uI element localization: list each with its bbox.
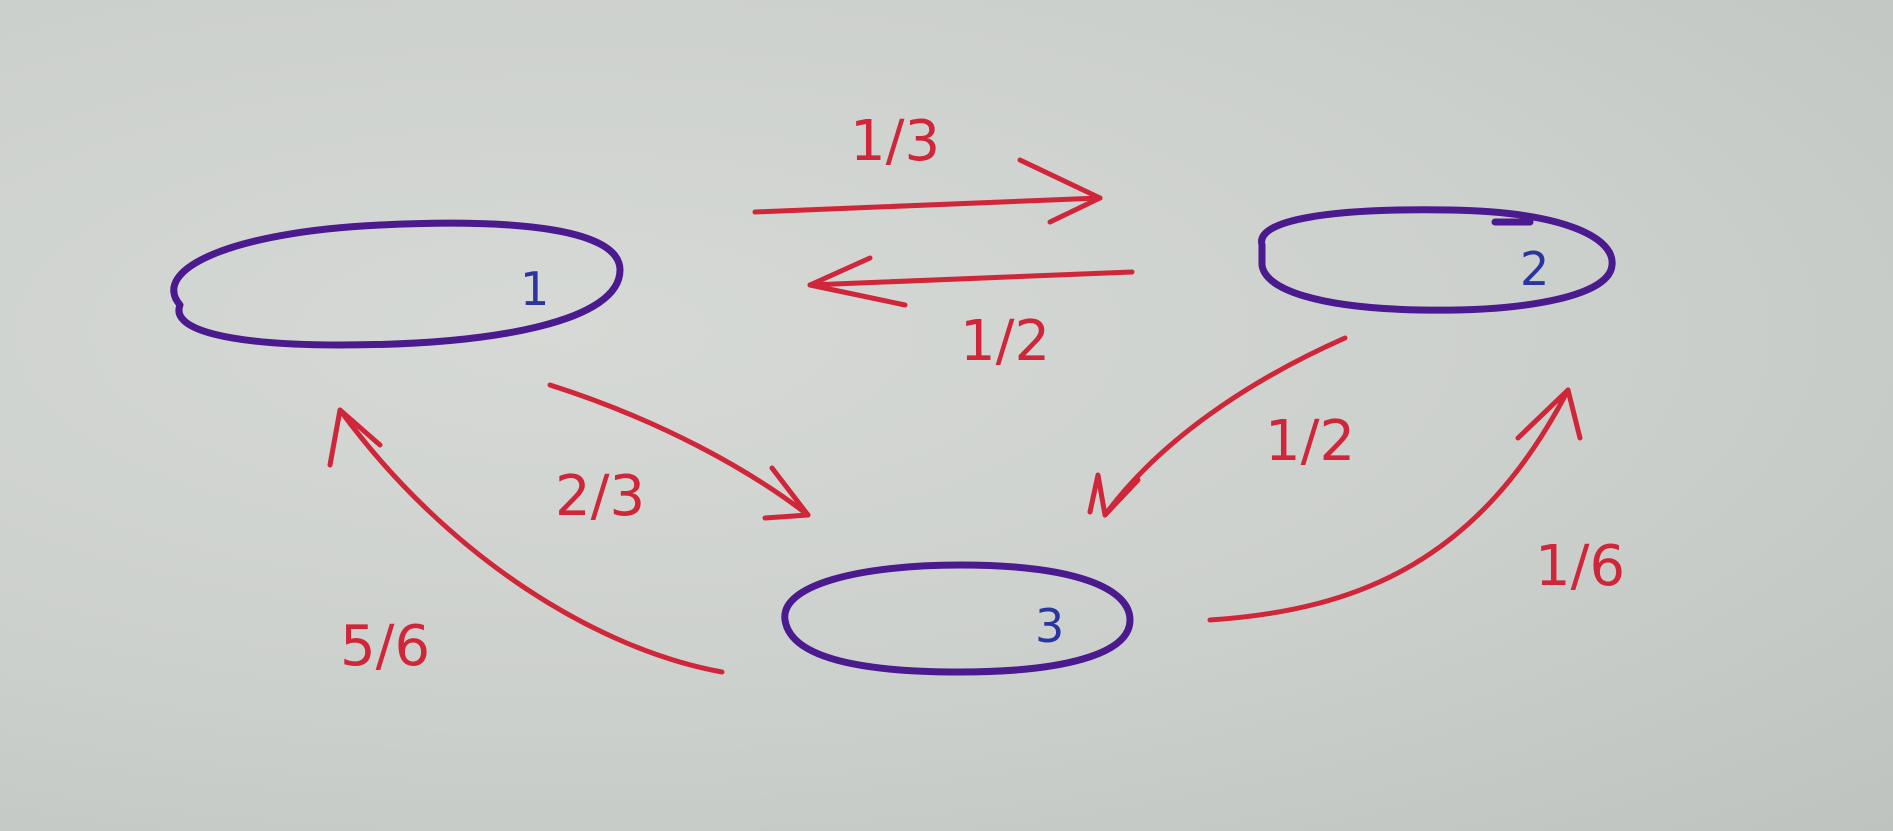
edge-2-to-1-label: 1/2 <box>960 309 1050 374</box>
edge-2-to-3: 1/2 <box>1087 335 1355 518</box>
edge-2-to-1-line <box>807 269 1135 288</box>
node-3: 3 <box>781 561 1134 676</box>
node-3-ellipse <box>781 561 1134 676</box>
edge-3-to-1: 5/6 <box>327 407 725 679</box>
edge-1-to-3-label: 2/3 <box>555 464 645 529</box>
edge-2-to-3-label: 1/2 <box>1265 409 1355 474</box>
edge-2-to-1-arrowhead <box>807 255 908 308</box>
edge-1-to-3: 2/3 <box>547 382 811 529</box>
edge-3-to-1-arrowhead <box>327 407 383 468</box>
edge-1-to-2-label: 1/3 <box>850 109 940 174</box>
edge-2-to-3-arrowhead <box>1087 472 1141 518</box>
edge-1-to-2-line <box>752 195 1103 215</box>
edge-3-to-2-arrowhead <box>1515 387 1583 441</box>
edge-3-to-2: 1/6 <box>1207 387 1625 623</box>
edge-1-to-3-line <box>547 382 811 518</box>
edge-2-to-1: 1/2 <box>807 255 1135 374</box>
node-2-label: 2 <box>1520 242 1549 296</box>
edge-1-to-2: 1/3 <box>752 109 1103 225</box>
edge-2-to-3-line <box>1102 335 1348 518</box>
node-1-ellipse <box>170 219 624 349</box>
edge-3-to-2-line <box>1207 387 1571 623</box>
node-2: 2 <box>1258 206 1616 314</box>
edge-1-to-2-arrowhead <box>1017 157 1103 225</box>
node-1-label: 1 <box>520 262 549 316</box>
edge-1-to-3-arrowhead <box>762 465 811 521</box>
node-2-ellipse <box>1258 206 1616 314</box>
node-3-label: 3 <box>1035 599 1064 653</box>
node-1: 1 <box>170 219 624 349</box>
edge-3-to-2-label: 1/6 <box>1535 534 1625 599</box>
edge-3-to-1-line <box>337 407 725 675</box>
edge-3-to-1-label: 5/6 <box>340 614 430 679</box>
